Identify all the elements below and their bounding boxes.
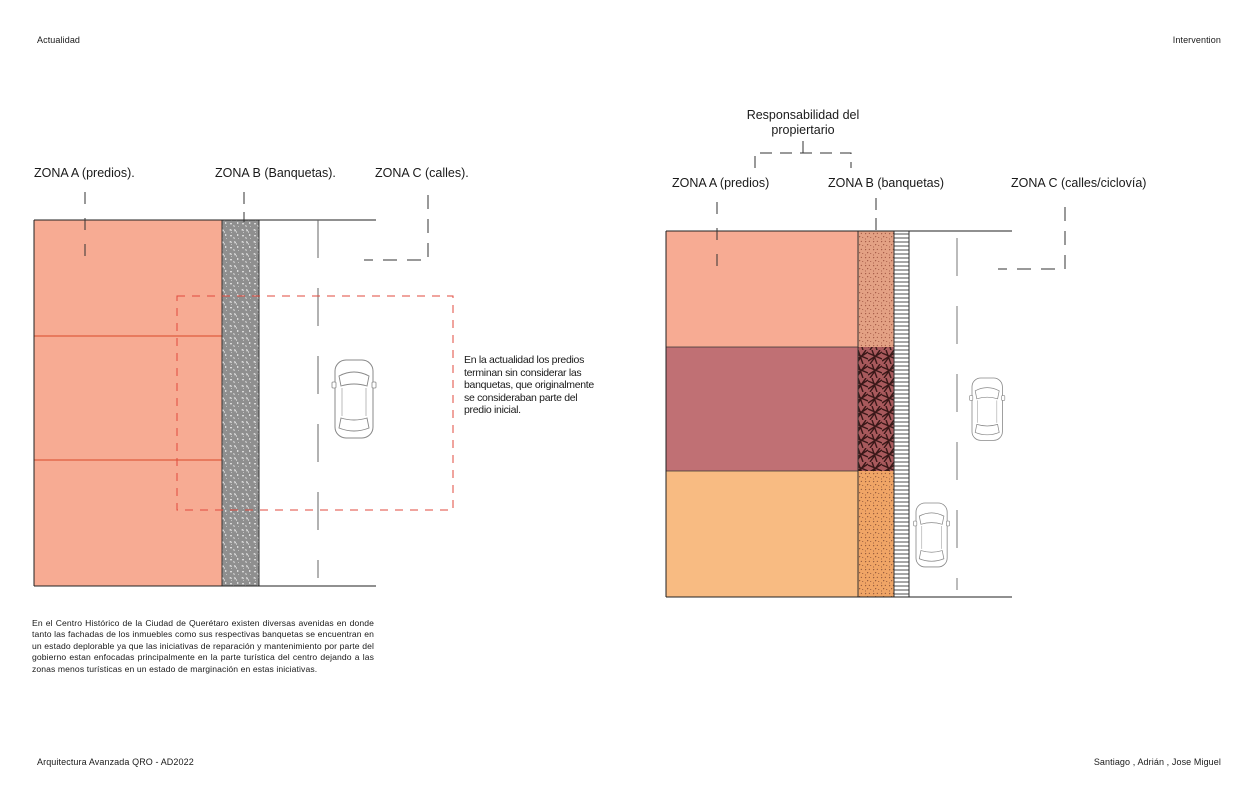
actual-sidewalk bbox=[222, 220, 259, 586]
interv-predio-3 bbox=[666, 471, 858, 597]
label-zona-a: ZONA A (predios). bbox=[34, 166, 135, 180]
car-icon bbox=[969, 377, 1006, 441]
car-icon bbox=[913, 502, 951, 568]
car-icon bbox=[331, 359, 377, 439]
footer-left: Arquitectura Avanzada QRO - AD2022 bbox=[37, 757, 194, 767]
interv-predio-2 bbox=[666, 347, 858, 471]
actual-plan bbox=[33, 192, 454, 587]
leader-zona-c bbox=[364, 195, 429, 261]
intervention-plan bbox=[665, 141, 1066, 598]
leader-interv-zona-c bbox=[998, 207, 1066, 270]
label-zona-c: ZONA C (calles). bbox=[375, 166, 469, 180]
actual-highlight-box bbox=[176, 295, 454, 511]
label-interv-zona-c: ZONA C (calles/ciclovía) bbox=[1011, 176, 1147, 190]
header-left: Actualidad bbox=[37, 35, 81, 45]
actual-note: En la actualidad los predios terminan si… bbox=[464, 354, 594, 416]
interv-sidewalk-1 bbox=[858, 231, 894, 347]
interv-sidewalk-3 bbox=[858, 471, 894, 597]
footer-right: Santiago , Adrián , Jose Miguel bbox=[1093, 757, 1221, 767]
label-zona-b: ZONA B (Banquetas). bbox=[215, 166, 336, 180]
header-right: Intervention bbox=[1172, 35, 1221, 45]
label-interv-zona-b: ZONA B (banquetas) bbox=[828, 176, 945, 190]
interv-sidewalk-2 bbox=[858, 347, 894, 471]
label-interv-zona-a: ZONA A (predios) bbox=[672, 176, 770, 190]
description-paragraph: En el Centro Histórico de la Ciudad de Q… bbox=[32, 618, 374, 674]
label-responsabilidad: Responsabilidad del propiertario bbox=[746, 108, 860, 137]
responsabilidad-bracket bbox=[754, 152, 852, 168]
bike-lane bbox=[894, 231, 909, 597]
interv-predio-1 bbox=[666, 231, 858, 347]
actual-predios bbox=[34, 220, 222, 586]
